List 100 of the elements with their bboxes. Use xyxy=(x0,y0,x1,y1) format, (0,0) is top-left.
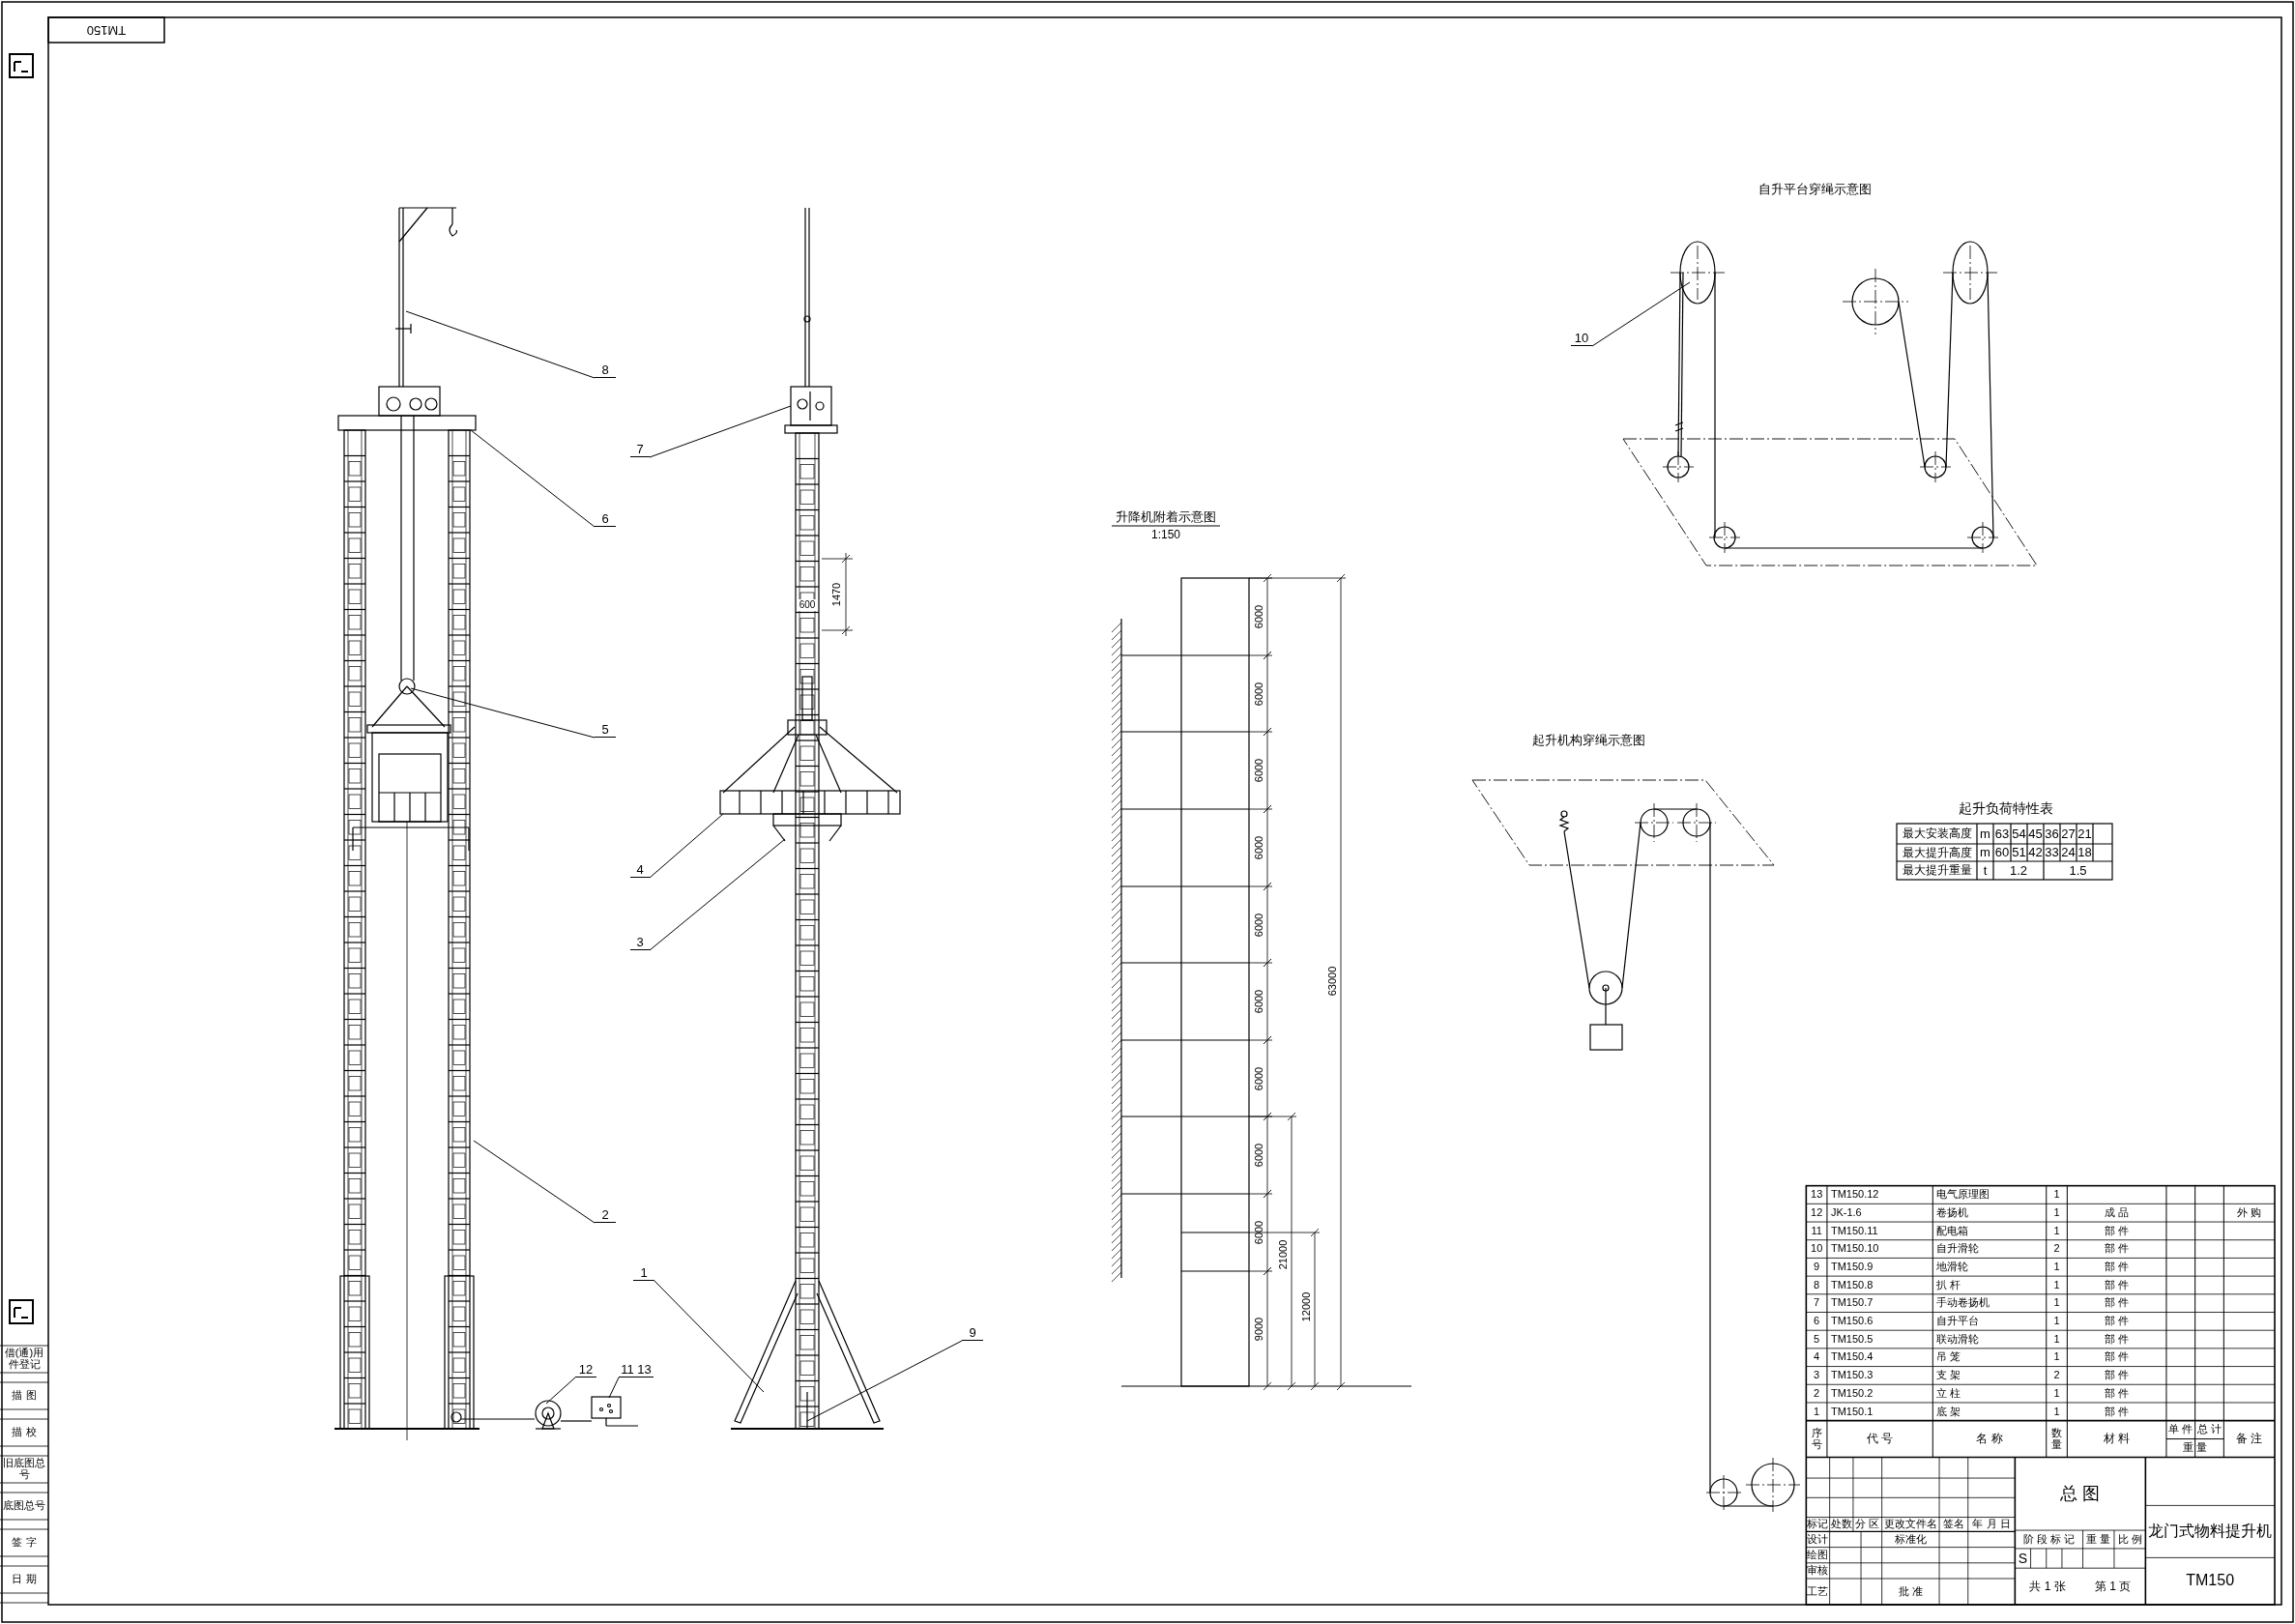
hoist-tower-side-drawing xyxy=(719,207,901,1430)
table-cell-text: 9 xyxy=(1813,1259,1821,1274)
table-cell-text: 部 件 xyxy=(2104,1331,2131,1347)
table-cell-text: 2 xyxy=(1813,1385,1821,1401)
table-cell-text: 名 称 xyxy=(1975,1431,2004,1448)
table-cell-text: 27 xyxy=(2060,825,2077,843)
table-cell-text: 1 xyxy=(2052,1349,2061,1365)
table-cell-text: 批 准 xyxy=(1897,1583,1924,1599)
leader-line xyxy=(608,1377,620,1399)
dimension-value: 6000 xyxy=(1253,758,1264,783)
table-cell-text: 重 量 xyxy=(2085,1531,2112,1547)
table-cell-text: TM150.12 xyxy=(1829,1187,1880,1203)
table-cell-text: 描 校 xyxy=(11,1425,38,1440)
table-cell-text: 1 xyxy=(2052,1331,2061,1347)
table-cell: 24 xyxy=(2060,844,2077,861)
leader-line xyxy=(405,310,596,379)
table-cell-text: 1 xyxy=(2052,1385,2061,1401)
scale-label: 1:150 xyxy=(1151,529,1180,540)
dimension-value: 6000 xyxy=(1253,835,1264,860)
table-cell-text: 3 xyxy=(1813,1368,1821,1383)
table-cell-text: t xyxy=(1982,861,1989,880)
table-cell-text: 卷扬机 xyxy=(1935,1204,1970,1220)
dimension-value: 6000 xyxy=(1253,1066,1264,1090)
table-cell-text: 1 xyxy=(2052,1404,2061,1419)
table-cell-text: 旧底图总号 xyxy=(2,1456,46,1482)
table-cell-text: 单 件 xyxy=(2167,1422,2194,1437)
leader-line xyxy=(649,405,792,458)
table-cell-text: 部 件 xyxy=(2104,1259,2131,1274)
table-cell-text: 底图总号 xyxy=(2,1498,46,1514)
platform-reeving-drawing xyxy=(1622,241,2038,566)
dimension-value: 6000 xyxy=(1253,1220,1264,1245)
table-cell-text: 更改文件名 xyxy=(1882,1517,1938,1532)
callout-number: 2 xyxy=(595,1208,616,1223)
dimension-value: 12000 xyxy=(1300,1291,1312,1322)
table-cell-text: 63 xyxy=(1993,825,2011,843)
dimension-value: 600 xyxy=(798,599,817,611)
table-cell-text: TM150.7 xyxy=(1829,1295,1874,1311)
callout-number: 5 xyxy=(595,723,616,738)
table-cell-text: 年 月 日 xyxy=(1971,1517,2012,1532)
callout-number: 11 13 xyxy=(619,1363,654,1378)
table-cell-text: 最大安装高度 xyxy=(1901,826,1973,843)
table-cell-text: 第 1 页 xyxy=(2093,1578,2133,1595)
table-cell-text: 部 件 xyxy=(2104,1277,2131,1292)
table-cell-text: 1 xyxy=(2052,1204,2061,1220)
table-cell-text: 部 件 xyxy=(2104,1295,2131,1311)
callout-number: 1 xyxy=(633,1266,654,1281)
table-cell-text: 部 件 xyxy=(2104,1385,2131,1401)
table-cell-text: 日 期 xyxy=(11,1572,38,1587)
hoist-tower-front-drawing xyxy=(334,207,536,1441)
table-cell-text: 54 xyxy=(2011,825,2027,843)
table-cell-text: 7 xyxy=(1813,1295,1821,1311)
table-cell-text: 部 件 xyxy=(2104,1349,2131,1365)
table-cell-text: 吊 笼 xyxy=(1935,1349,1962,1365)
dimension-value: 6000 xyxy=(1253,604,1264,629)
table-cell-text: 成 品 xyxy=(2104,1204,2131,1220)
table-cell: 42 xyxy=(2027,844,2044,861)
table-cell-text: 备 注 xyxy=(2235,1431,2264,1448)
table-cell-text: 1 xyxy=(2052,1295,2061,1311)
table-cell-text: 审核 xyxy=(1806,1563,1830,1579)
table-cell-text: 36 xyxy=(2044,825,2060,843)
table-cell-text: 1 xyxy=(2052,1314,2061,1329)
dimension-value: 6000 xyxy=(1253,1143,1264,1168)
table-cell-text: TM150.3 xyxy=(1829,1368,1874,1383)
callout-number: 10 xyxy=(1571,332,1592,346)
table-cell-text: 配电箱 xyxy=(1935,1223,1970,1238)
table-cell-text: 自升滑轮 xyxy=(1935,1241,1981,1257)
table-cell-text: 扒 杆 xyxy=(1935,1277,1962,1292)
table-cell-text: TM150.5 xyxy=(1829,1331,1874,1347)
table-cell-text: 12 xyxy=(1810,1204,1824,1220)
table-cell-text: 部 件 xyxy=(2104,1241,2131,1257)
winch-drawing xyxy=(535,1400,562,1430)
table-cell-text: 绘图 xyxy=(1806,1547,1830,1562)
table-cell-text: 1.2 xyxy=(2008,861,2029,880)
table-cell-text: TM150.4 xyxy=(1829,1349,1874,1365)
table-cell-text: JK-1.6 xyxy=(1829,1204,1863,1220)
table-cell: 33 xyxy=(2044,844,2060,861)
table-cell-text: 工艺 xyxy=(1806,1583,1830,1599)
callout-number: 12 xyxy=(575,1363,596,1378)
table-cell-text: 1 xyxy=(2052,1259,2061,1274)
table-cell-text: 5 xyxy=(1813,1331,1821,1347)
table-cell-text: 13 xyxy=(1810,1187,1824,1203)
table-cell-text: 比 例 xyxy=(2116,1531,2143,1547)
table-cell: 标记 xyxy=(1806,1517,1830,1532)
table-cell-text: 描 图 xyxy=(11,1388,38,1404)
leader-line xyxy=(470,429,596,528)
table-cell-text: 部 件 xyxy=(2104,1223,2131,1238)
cable-line xyxy=(560,1420,593,1422)
leader-line xyxy=(473,1140,596,1224)
drawing-title: 起升机构穿绳示意图 xyxy=(1531,733,1645,746)
table-cell-text: TM150.8 xyxy=(1829,1277,1874,1292)
table-cell-text: 45 xyxy=(2027,825,2044,843)
table-cell: 60 xyxy=(1993,844,2011,861)
table-cell: 18 xyxy=(2077,844,2093,861)
table-cell-text: 立 柱 xyxy=(1935,1385,1962,1401)
table-cell-text: 分 区 xyxy=(1854,1517,1881,1532)
leader-line xyxy=(649,838,786,951)
table-cell-text: 手动卷扬机 xyxy=(1935,1295,1991,1311)
table-cell-text: TM150.10 xyxy=(1829,1241,1880,1257)
table-cell-text: 签 字 xyxy=(11,1535,38,1551)
leader-line xyxy=(545,1377,576,1405)
